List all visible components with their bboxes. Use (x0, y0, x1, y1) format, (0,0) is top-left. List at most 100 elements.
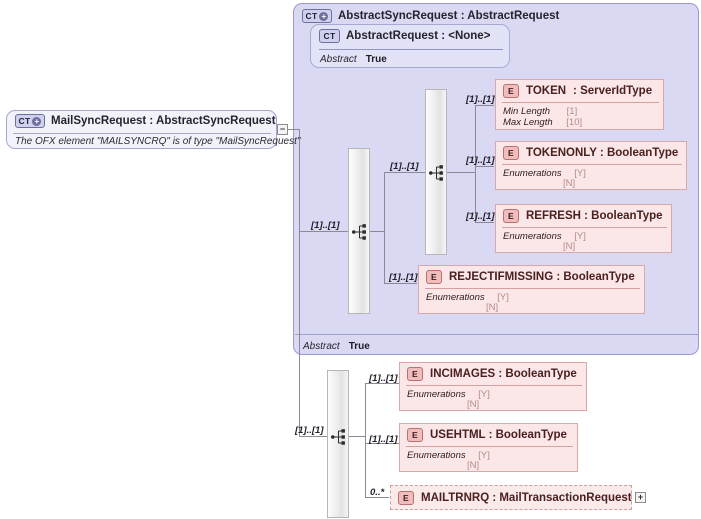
facet-value: [Y] (574, 231, 586, 242)
divider (502, 227, 667, 228)
cardinality-sequence-bottom: [1]..[1] (295, 425, 324, 436)
divider (425, 288, 640, 289)
connector-line (365, 383, 366, 497)
group-abstract-sync-request-title: AbstractSyncRequest : AbstractRequest (338, 10, 560, 22)
element-refresh-name: REFRESH : BooleanType (526, 210, 663, 222)
facet-value: [N] (467, 399, 480, 410)
mailsyncrequest-annotation: The OFX element "MAILSYNCRQ" is of type … (15, 136, 301, 147)
element-icon: E (503, 84, 519, 98)
facet-key: Enumerations (407, 450, 466, 461)
divider (319, 49, 503, 50)
element-box-tokenonly[interactable]: E TOKENONLY : BooleanType Enumerations [… (495, 141, 687, 190)
cardinality-token: [1]..[1] (466, 94, 495, 105)
facet-key: Enumerations (407, 389, 466, 400)
mailsyncrequest-header: CT+ MailSyncRequest : AbstractSyncReques… (15, 114, 276, 128)
abstract-label: Abstract (303, 341, 340, 352)
facet-value: [10] (566, 117, 583, 128)
facet-value: [Y] (497, 292, 509, 303)
element-tokenonly-header: E TOKENONLY : BooleanType (503, 146, 678, 160)
element-box-rejectifmissing[interactable]: E REJECTIFMISSING : BooleanType Enumerat… (418, 265, 645, 314)
abstract-value: True (348, 341, 370, 352)
element-box-usehtml[interactable]: E USEHTML : BooleanType Enumerations [Y]… (399, 423, 578, 472)
abstract-request-abstract-row: Abstract True (320, 54, 387, 65)
badge-ct-label: CT (18, 115, 31, 126)
connector-line (384, 283, 417, 284)
facet-value: [N] (563, 178, 576, 189)
divider (13, 133, 271, 134)
connector-line (288, 129, 300, 130)
element-usehtml-name: USEHTML : BooleanType (430, 429, 567, 441)
element-token-header: E TOKEN : ServerIdType (503, 84, 652, 98)
element-box-mailtrnrq[interactable]: E MAILTRNRQ : MailTransactionRequest (390, 485, 632, 510)
plus-icon[interactable]: + (32, 116, 42, 126)
element-box-token[interactable]: E TOKEN : ServerIdType Min Length [1] Ma… (495, 79, 664, 130)
divider (502, 102, 659, 103)
group-abstract-request[interactable]: CT AbstractRequest : <None> Abstract Tru… (310, 24, 510, 68)
sequence-icon (429, 165, 443, 181)
expand-toggle-mailtrnrq[interactable]: + (635, 492, 646, 503)
facet-enumerations-second: [N] (467, 460, 479, 471)
divider (406, 446, 573, 447)
facet-key: Enumerations (503, 231, 562, 242)
facet-key: Enumerations (503, 168, 562, 179)
cardinality-sequence-outer: [1]..[1] (311, 220, 340, 231)
element-box-refresh[interactable]: E REFRESH : BooleanType Enumerations [Y]… (495, 204, 672, 253)
compositor-sequence-outer[interactable] (348, 148, 370, 314)
facet-enumerations-second: [N] (486, 302, 498, 313)
facet-enumerations-second: [N] (467, 399, 479, 410)
facet-max-length: Max Length [10] (503, 117, 582, 128)
connector-line (365, 497, 389, 498)
connector-line (384, 172, 425, 173)
cardinality-incimages: [1]..[1] (369, 373, 398, 384)
facet-value: [1] (566, 106, 578, 117)
badge-ct-label: CT (323, 30, 336, 41)
compositor-sequence-middle[interactable] (425, 89, 447, 255)
element-usehtml-header: E USEHTML : BooleanType (407, 428, 567, 442)
facet-enumerations-second: [N] (563, 241, 575, 252)
facet-min-length: Min Length [1] (503, 106, 577, 117)
element-rejectifmissing-name: REJECTIFMISSING : BooleanType (449, 271, 635, 283)
connector-line (475, 222, 494, 223)
element-icon: E (503, 209, 519, 223)
facet-value: [N] (486, 302, 499, 313)
group-abstract-request-title: AbstractRequest : <None> (346, 30, 491, 42)
element-icon: E (407, 367, 423, 381)
sequence-icon (352, 224, 366, 240)
facet-enumerations: Enumerations [Y] (426, 292, 509, 303)
type-box-mailsyncrequest[interactable]: CT+ MailSyncRequest : AbstractSyncReques… (6, 110, 300, 149)
element-rejectifmissing-header: E REJECTIFMISSING : BooleanType (426, 270, 635, 284)
compositor-sequence-bottom[interactable] (327, 370, 349, 518)
facet-key: Min Length (503, 106, 551, 117)
plus-icon[interactable]: + (319, 11, 329, 21)
complex-type-icon[interactable]: CT (319, 29, 340, 43)
element-token-type: : ServerIdType (573, 85, 653, 97)
element-incimages-header: E INCIMAGES : BooleanType (407, 367, 577, 381)
connector-line (365, 443, 399, 444)
element-icon: E (503, 146, 519, 160)
element-incimages-name: INCIMAGES : BooleanType (430, 368, 577, 380)
abstract-sync-request-abstract-row: Abstract True (303, 341, 370, 352)
connector-line (299, 129, 300, 436)
complex-type-icon[interactable]: CT+ (302, 9, 332, 23)
element-token-name: TOKEN (526, 85, 567, 97)
facet-key: Max Length (503, 117, 553, 128)
facet-enumerations: Enumerations [Y] (503, 231, 586, 242)
connector-line (475, 166, 494, 167)
cardinality-rejectifmissing: [1]..[1] (389, 272, 418, 283)
cardinality-tokenonly: [1]..[1] (466, 155, 495, 166)
badge-ct-label: CT (305, 10, 318, 21)
facet-value: [Y] (574, 168, 586, 179)
connector-line (475, 105, 494, 106)
element-mailtrnrq-header: E MAILTRNRQ : MailTransactionRequest (398, 491, 632, 505)
connector-line (349, 436, 365, 437)
element-mailtrnrq-name: MAILTRNRQ : MailTransactionRequest (421, 492, 632, 504)
complex-type-icon[interactable]: CT+ (15, 114, 45, 128)
cardinality-mailtrnrq: 0..* (370, 487, 385, 498)
connector-line (384, 172, 385, 283)
element-refresh-header: E REFRESH : BooleanType (503, 209, 663, 223)
element-tokenonly-name: TOKENONLY : BooleanType (526, 147, 679, 159)
collapse-toggle-mailsyncrequest[interactable]: − (277, 124, 288, 135)
facet-enumerations-second: [N] (563, 178, 575, 189)
facet-value: [Y] (478, 389, 490, 400)
element-box-incimages[interactable]: E INCIMAGES : BooleanType Enumerations [… (399, 362, 587, 411)
